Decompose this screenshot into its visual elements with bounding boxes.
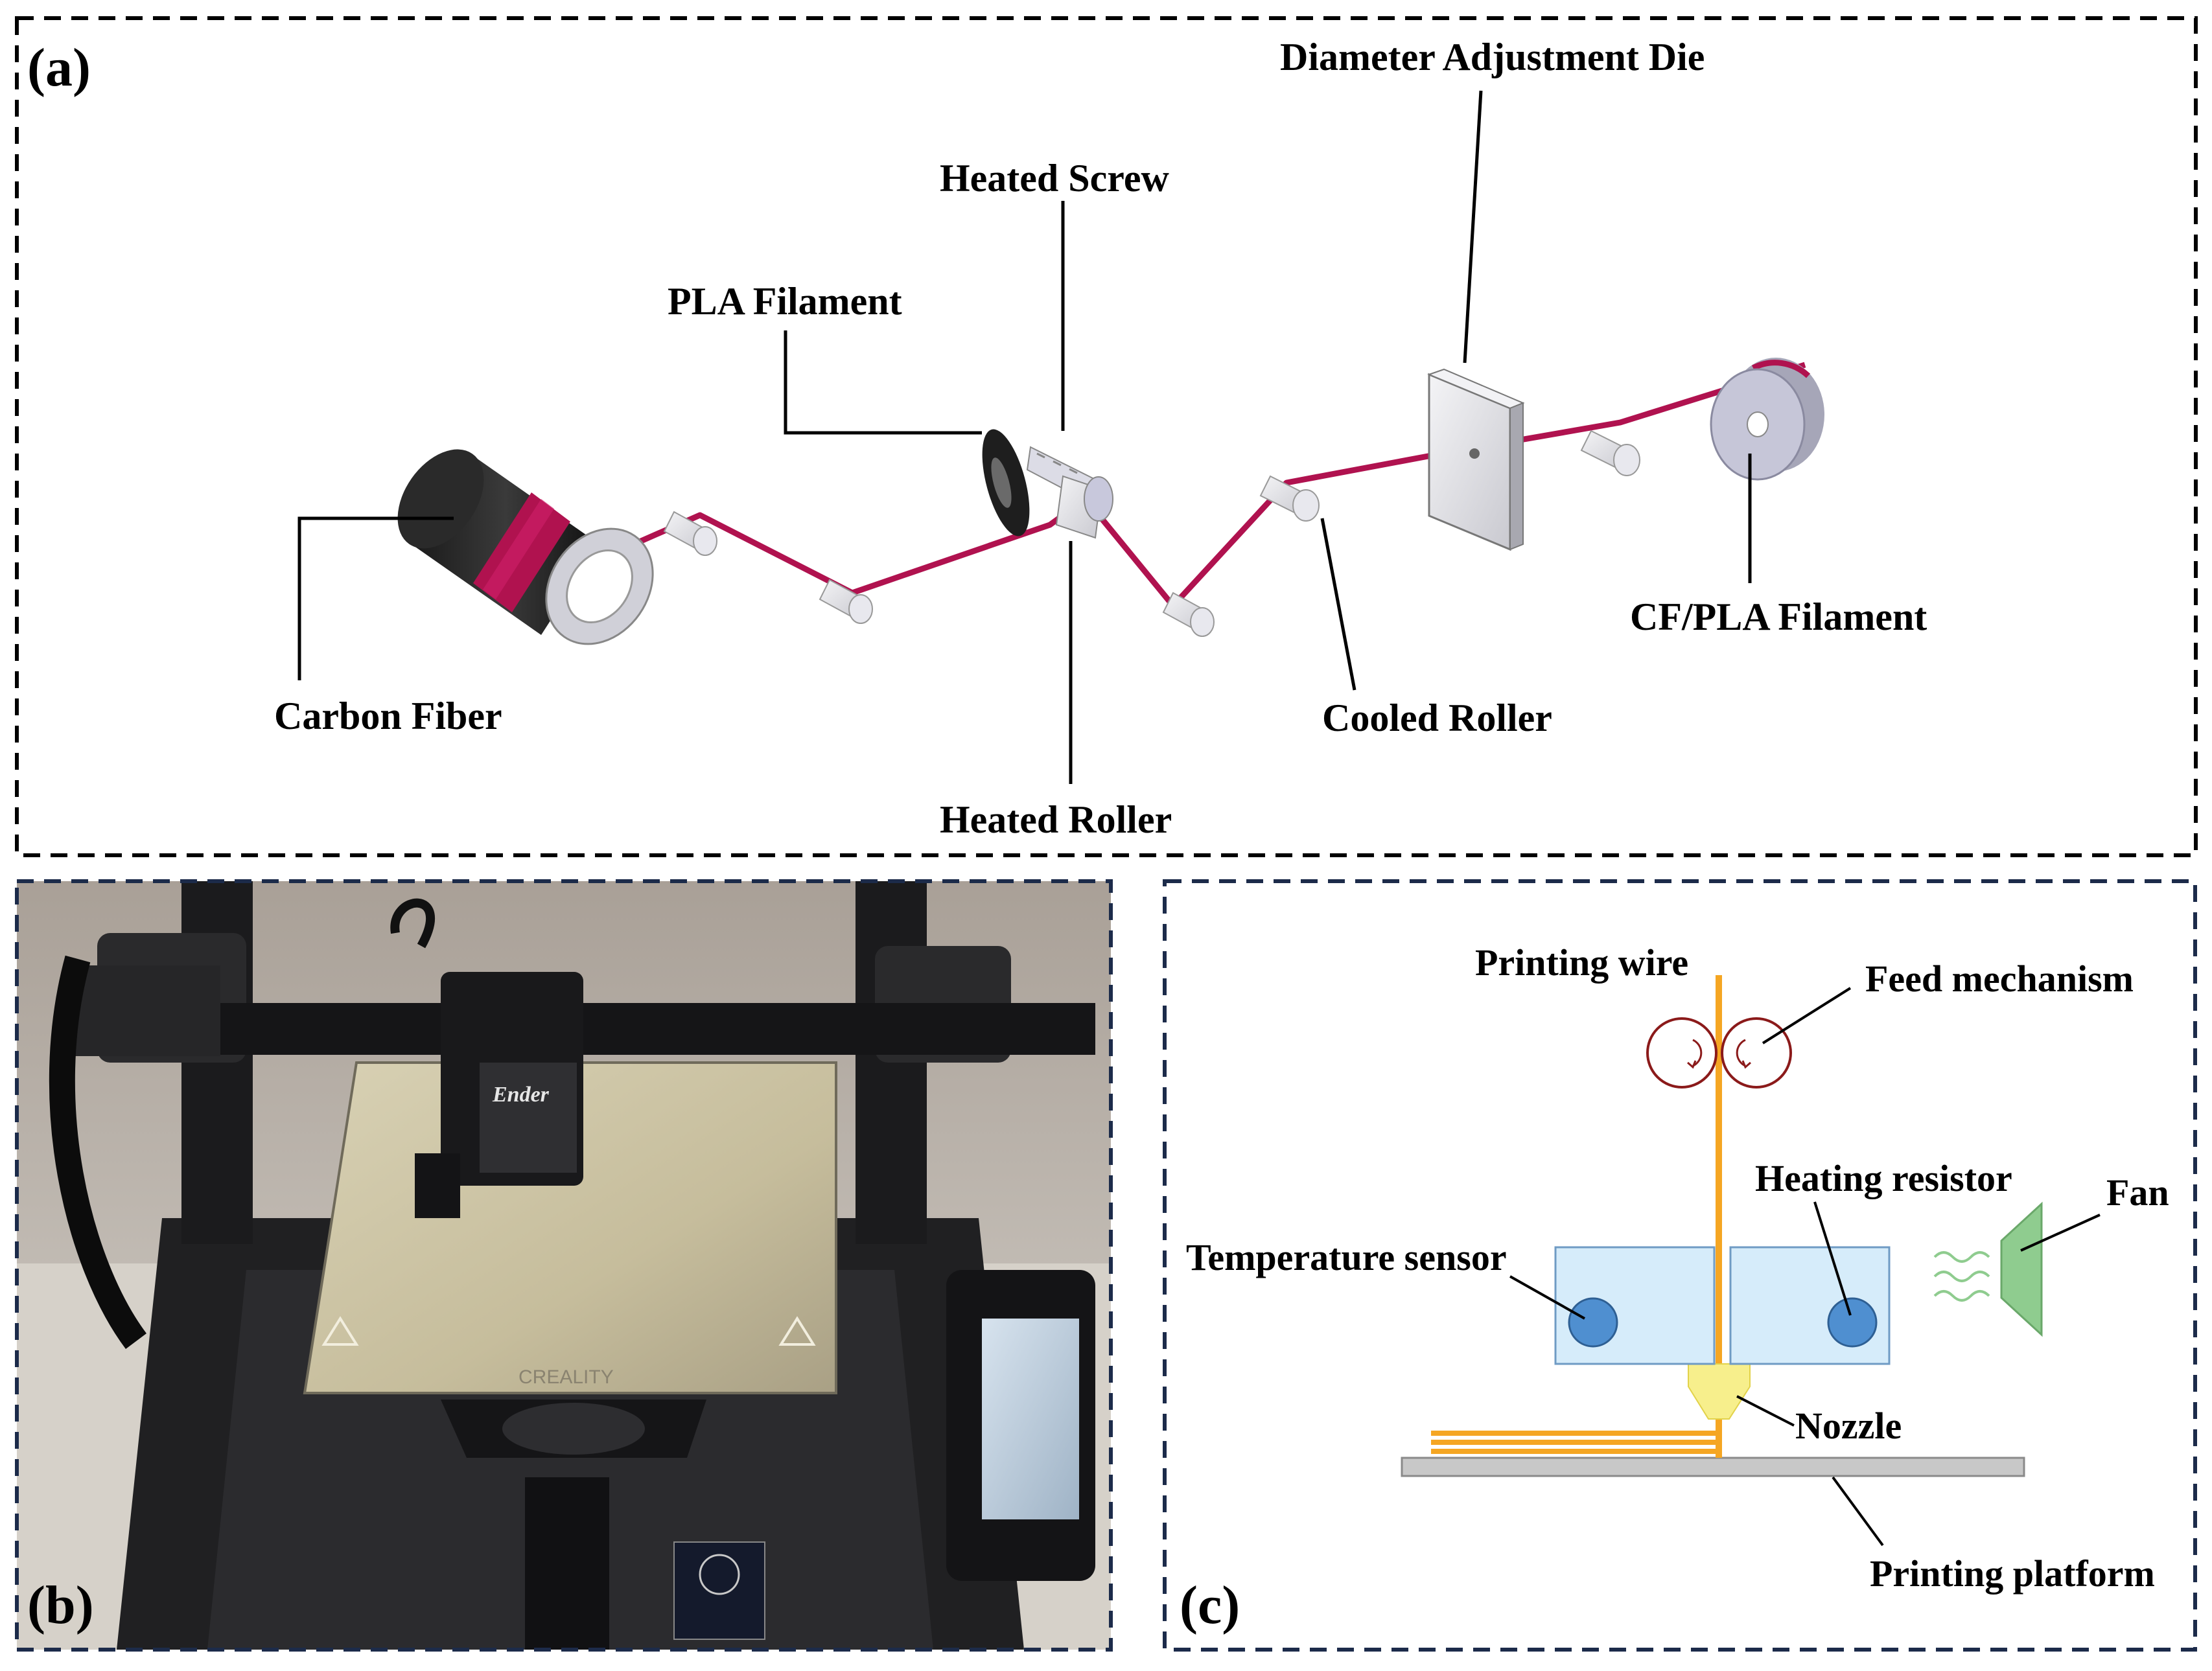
panel-c: (c) (1163, 879, 2197, 1652)
label-heated-roller: Heated Roller (940, 798, 1172, 841)
leader-pla-filament (784, 330, 982, 435)
airflow-waves-icon (1933, 1251, 1990, 1302)
feed-roller-left (1646, 1017, 1717, 1089)
feed-roller-right (1721, 1017, 1792, 1089)
panel-b-frame (15, 879, 1113, 1652)
carbon-fiber-spool (397, 449, 654, 645)
print-head: Ender (415, 972, 583, 1218)
temperature-sensor (1568, 1297, 1618, 1348)
print-bed (303, 1061, 837, 1394)
x-gantry (194, 1003, 1095, 1055)
panel-a-letter: (a) (27, 38, 91, 98)
label-temperature-sensor: Temperature sensor (1186, 1236, 1507, 1278)
label-cf-pla-filament: CF/PLA Filament (1630, 595, 1927, 638)
label-printing-platform: Printing platform (1870, 1552, 2155, 1595)
fiber-path (618, 362, 1806, 609)
leader-temperature-sensor (1509, 1275, 1585, 1320)
leader-diameter-die (1463, 90, 1483, 363)
panel-a-frame (15, 16, 2198, 857)
leader-cooled-roller (1320, 518, 1356, 691)
label-nozzle: Nozzle (1795, 1405, 1902, 1447)
panel-c-letter: (c) (1180, 1575, 1240, 1635)
leader-nozzle (1736, 1395, 1795, 1427)
cf-pla-spool (1710, 358, 1824, 481)
label-diameter-die: Diameter Adjustment Die (1280, 36, 1705, 78)
heating-resistor (1827, 1297, 1878, 1348)
leader-feed-mechanism (1762, 987, 1852, 1044)
label-carbon-fiber: Carbon Fiber (274, 695, 502, 737)
leader-fan (2020, 1214, 2101, 1252)
pla-filament-ring (982, 429, 1030, 536)
label-feed-mechanism: Feed mechanism (1865, 958, 2134, 1000)
guide-roller-2 (819, 579, 873, 624)
leader-carbon-fiber (297, 516, 454, 680)
printing-wire (1716, 975, 1722, 1458)
printing-platform (1401, 1457, 2025, 1477)
panel-a: (a) (15, 16, 2198, 857)
label-heating-resistor: Heating resistor (1755, 1157, 2012, 1199)
diameter-adjustment-die (1427, 368, 1525, 551)
label-cooled-roller: Cooled Roller (1322, 697, 1552, 739)
label-pla-filament: PLA Filament (668, 280, 902, 323)
printer-photo: CREALITY Ender (17, 881, 1111, 1650)
bed-brand-text: CREALITY (518, 1366, 614, 1388)
cooled-roller (1259, 475, 1320, 522)
panel-b: CREALITY Ender (15, 879, 1113, 1652)
leader-printing-platform (1832, 1476, 1884, 1547)
deposited-layers (1431, 1431, 1721, 1454)
leader-heating-resistor (1813, 1201, 1852, 1316)
panel-c-frame (1163, 879, 2197, 1652)
fan-icon (2000, 1201, 2043, 1337)
label-fan: Fan (2106, 1171, 2169, 1214)
printer-badge-text: Ender (492, 1083, 550, 1107)
panel-b-letter: (b) (27, 1575, 94, 1635)
label-printing-wire: Printing wire (1475, 941, 1688, 984)
guide-roller-3 (1162, 592, 1215, 637)
heated-roller (1055, 475, 1113, 539)
guide-roller-4 (1580, 430, 1640, 476)
nozzle (1688, 1363, 1751, 1420)
guide-roller-1 (663, 511, 717, 556)
label-heated-screw: Heated Screw (940, 157, 1169, 200)
